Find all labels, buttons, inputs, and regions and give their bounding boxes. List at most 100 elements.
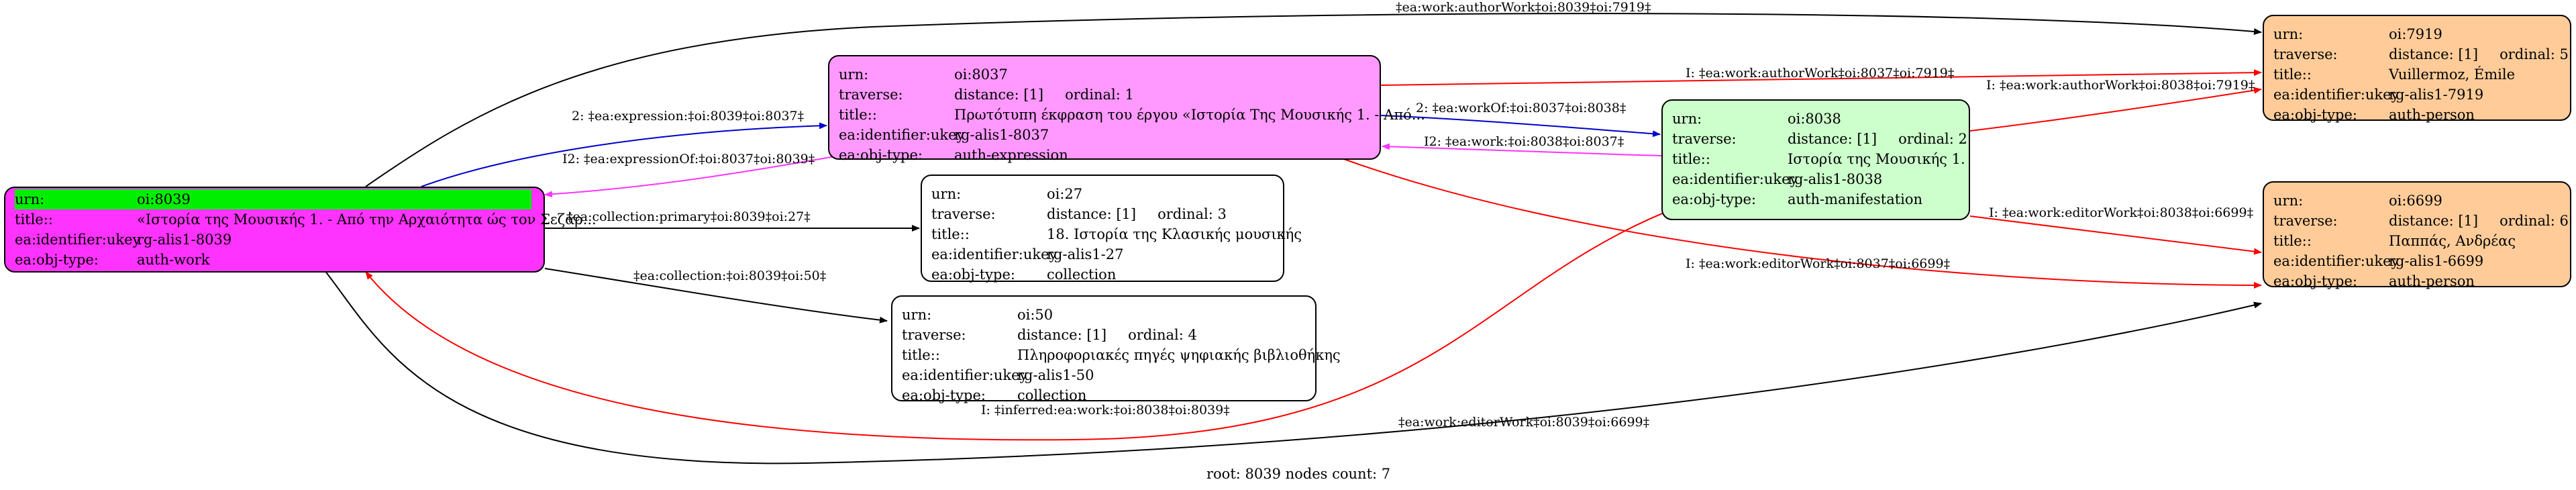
edge-label-work-of-8037-8038: 2: ‡ea:workOf:‡oi:8037‡oi:8038‡ [1416,101,1627,115]
ordinal-value: ordinal: 2 [1898,131,1967,147]
node-traverse-row: traverse: distance: [1] ordinal: 2 [1672,129,1967,149]
edge-label-work-8038-8037: I2: ‡ea:work:‡oi:8038‡oi:8037‡ [1424,134,1625,149]
node-traverse-row: traverse: distance: [1]ordinal: 1 [839,85,1368,105]
ukey-value: rg-alis1-8037 [954,127,1049,143]
type-value: auth-manifestation [1788,191,1923,207]
node-type-row: ea:obj-type: auth-expression [839,145,1368,165]
distance-value: distance: [1] [2389,46,2479,62]
edge-label-editor-work-8039-6699: ‡ea:work:editorWork‡oi:8039‡oi:6699‡ [1398,415,1650,430]
title-key: title:: [839,107,877,123]
type-value: auth-person [2389,273,2475,289]
ukey-value: rg-alis1-6699 [2389,253,2484,269]
node-8038[interactable]: urn: oi:8038 traverse: distance: [1] ordi… [1661,99,1970,220]
type-key: ea:obj-type: [2273,107,2357,123]
ukey-value: rg-alis1-50 [1017,367,1094,383]
node-50[interactable]: urn: oi:50 traverse: distance: [1]ordina… [891,295,1341,403]
node-urn-row: urn: oi:27 [931,184,1271,204]
distance-value: distance: [1] [1788,131,1877,147]
node-urn-row: urn: oi:6699 [2273,191,2558,211]
urn-key: urn: [931,186,962,202]
edge-editor-work-8037-6699 [1341,158,2262,289]
urn-key: urn: [2273,26,2304,42]
urn-value: oi:8039 [137,191,191,207]
urn-value: oi:50 [1017,307,1053,323]
edge-label-editor-work-8037-6699: I: ‡ea:work:editorWork‡oi:8037‡oi:6699‡ [1686,256,1951,271]
urn-key: urn: [839,66,869,83]
ukey-key: ea:identifier:ukey [1672,171,1798,187]
urn-value: oi:27 [1047,186,1083,202]
urn-value: oi:8038 [1788,111,1841,127]
node-27[interactable]: urn: oi:27 traverse: distance: [1]ordina… [921,175,1302,285]
urn-key: urn: [2273,193,2304,209]
type-value: collection [1017,387,1087,403]
edge-label-author-work-8038-7919: I: ‡ea:work:authorWork‡oi:8038‡oi:7919‡ [1986,78,2255,93]
distance-value: distance: [1] [2389,213,2479,229]
node-ukey-row: ea:identifier:ukey rg-alis1-27 [931,244,1271,264]
title-value: 18. Ιστορία της Κλασικής μουσικής [1047,226,1302,242]
edge-author-work-8038-7919 [1969,87,2262,132]
node-type-row: ea:obj-type: auth-person [2273,105,2558,125]
node-8037[interactable]: urn: oi:8037 traverse: distance: [1]ordi… [828,55,1425,163]
title-key: title:: [902,347,940,363]
traverse-key: traverse: [2273,213,2338,229]
urn-value: oi:8037 [954,66,1008,83]
node-ukey-row: ea:identifier:ukey rg-alis1-7919 [2273,85,2558,105]
title-value: Πληροφοριακές πηγές ψηφιακής βιβλιοθήκης [1017,347,1341,363]
ukey-value: rg-alis1-27 [1047,246,1124,262]
ukey-value: rg-alis1-8039 [137,232,232,248]
node-urn-row: urn: oi:50 [902,305,1303,325]
node-traverse-row: traverse: distance: [1]ordinal: 6 [2273,211,2569,231]
title-key: title:: [2273,66,2312,83]
ukey-key: ea:identifier:ukey [2273,87,2400,103]
node-type-row: ea:obj-type: auth-person [2273,271,2558,291]
edge-label-collection-8039-50: ‡ea:collection:‡oi:8039‡oi:50‡ [633,268,827,283]
type-key: ea:obj-type: [1672,191,1756,207]
node-title-row: title:: 18. Ιστορία της Κλασικής μουσική… [931,224,1302,244]
node-urn-row: urn: oi:8038 [1672,109,1957,129]
ordinal-value: ordinal: 1 [1065,87,1134,103]
node-traverse-row: traverse: distance: [1]ordinal: 3 [931,204,1271,224]
edge-label-expression-8039-8037: 2: ‡ea:expression:‡oi:8039‡oi:8037‡ [572,109,805,124]
edge-label-inferred-work-8038-8039: I: ‡inferred:ea:work:‡oi:8038‡oi:8039‡ [981,403,1230,418]
title-value: Παππάς, Ανδρέας [2389,233,2516,249]
edge-label-collection-primary-8039-27: ‡ea:collection:primary‡oi:8039‡oi:27‡ [566,209,811,224]
ordinal-value: ordinal: 3 [1157,206,1227,222]
distance-value: distance: [1] [1017,327,1107,343]
node-title-row: title:: Παππάς, Ανδρέας [2273,231,2558,251]
ordinal-value: ordinal: 4 [1128,327,1197,343]
node-7919[interactable]: urn: oi:7919 traverse: distance: [1]ordi… [2263,15,2571,123]
edge-work-8038-8037 [1382,143,1662,156]
title-value: «Ιστορία της Μουσικής 1. - Από την Αρχαι… [137,211,597,228]
traverse-key: traverse: [1672,131,1737,147]
node-type-row: ea:obj-type: collection [902,385,1303,405]
edge-expression-8039-8037 [421,122,827,187]
edge-expression-of-8037-8039 [544,155,839,198]
node-traverse-row: traverse: distance: [1]ordinal: 4 [902,325,1303,345]
node-6699[interactable]: urn: oi:6699 traverse: distance: [1]ordi… [2263,181,2571,289]
node-8039[interactable]: urn: oi:8039 title:: «Ιστορία της Μουσικ… [4,187,597,273]
node-urn-row: urn: oi:7919 [2273,24,2558,44]
type-key: ea:obj-type: [839,147,923,163]
edge-author-work-8039-7919 [365,13,2262,187]
type-value: auth-person [2389,107,2475,123]
title-value: Vuillermoz, Émile [2389,66,2516,83]
distance-value: distance: [1] [1047,206,1137,222]
urn-value: oi:7919 [2389,26,2442,42]
ukey-key: ea:identifier:ukey [2273,253,2400,269]
node-type-row: ea:obj-type: collection [931,264,1271,285]
type-key: ea:obj-type: [2273,273,2357,289]
node-ukey-row: ea:identifier:ukey rg-alis1-50 [902,365,1303,385]
type-value: auth-work [137,252,210,268]
node-title-row: title:: Ιστορία της Μουσικής 1. [1672,149,1965,169]
ukey-value: rg-alis1-8038 [1788,171,1883,187]
edge-label-author-work-8039-7919: ‡ea:work:authorWork‡oi:8039‡oi:7919‡ [1396,0,1651,15]
graph-footer: root: 8039 nodes count: 7 [1206,466,1391,482]
node-type-row: ea:obj-type: auth-manifestation [1672,189,1957,209]
edge-editor-work-8039-6699 [321,266,2262,464]
type-key: ea:obj-type: [15,252,99,268]
edge-author-work-8037-7919 [1380,69,2262,86]
title-value: Ιστορία της Μουσικής 1. [1788,151,1965,167]
node-traverse-row: traverse: distance: [1]ordinal: 5 [2273,44,2569,64]
ukey-value: rg-alis1-7919 [2389,87,2484,103]
ordinal-value: ordinal: 5 [2500,46,2569,62]
